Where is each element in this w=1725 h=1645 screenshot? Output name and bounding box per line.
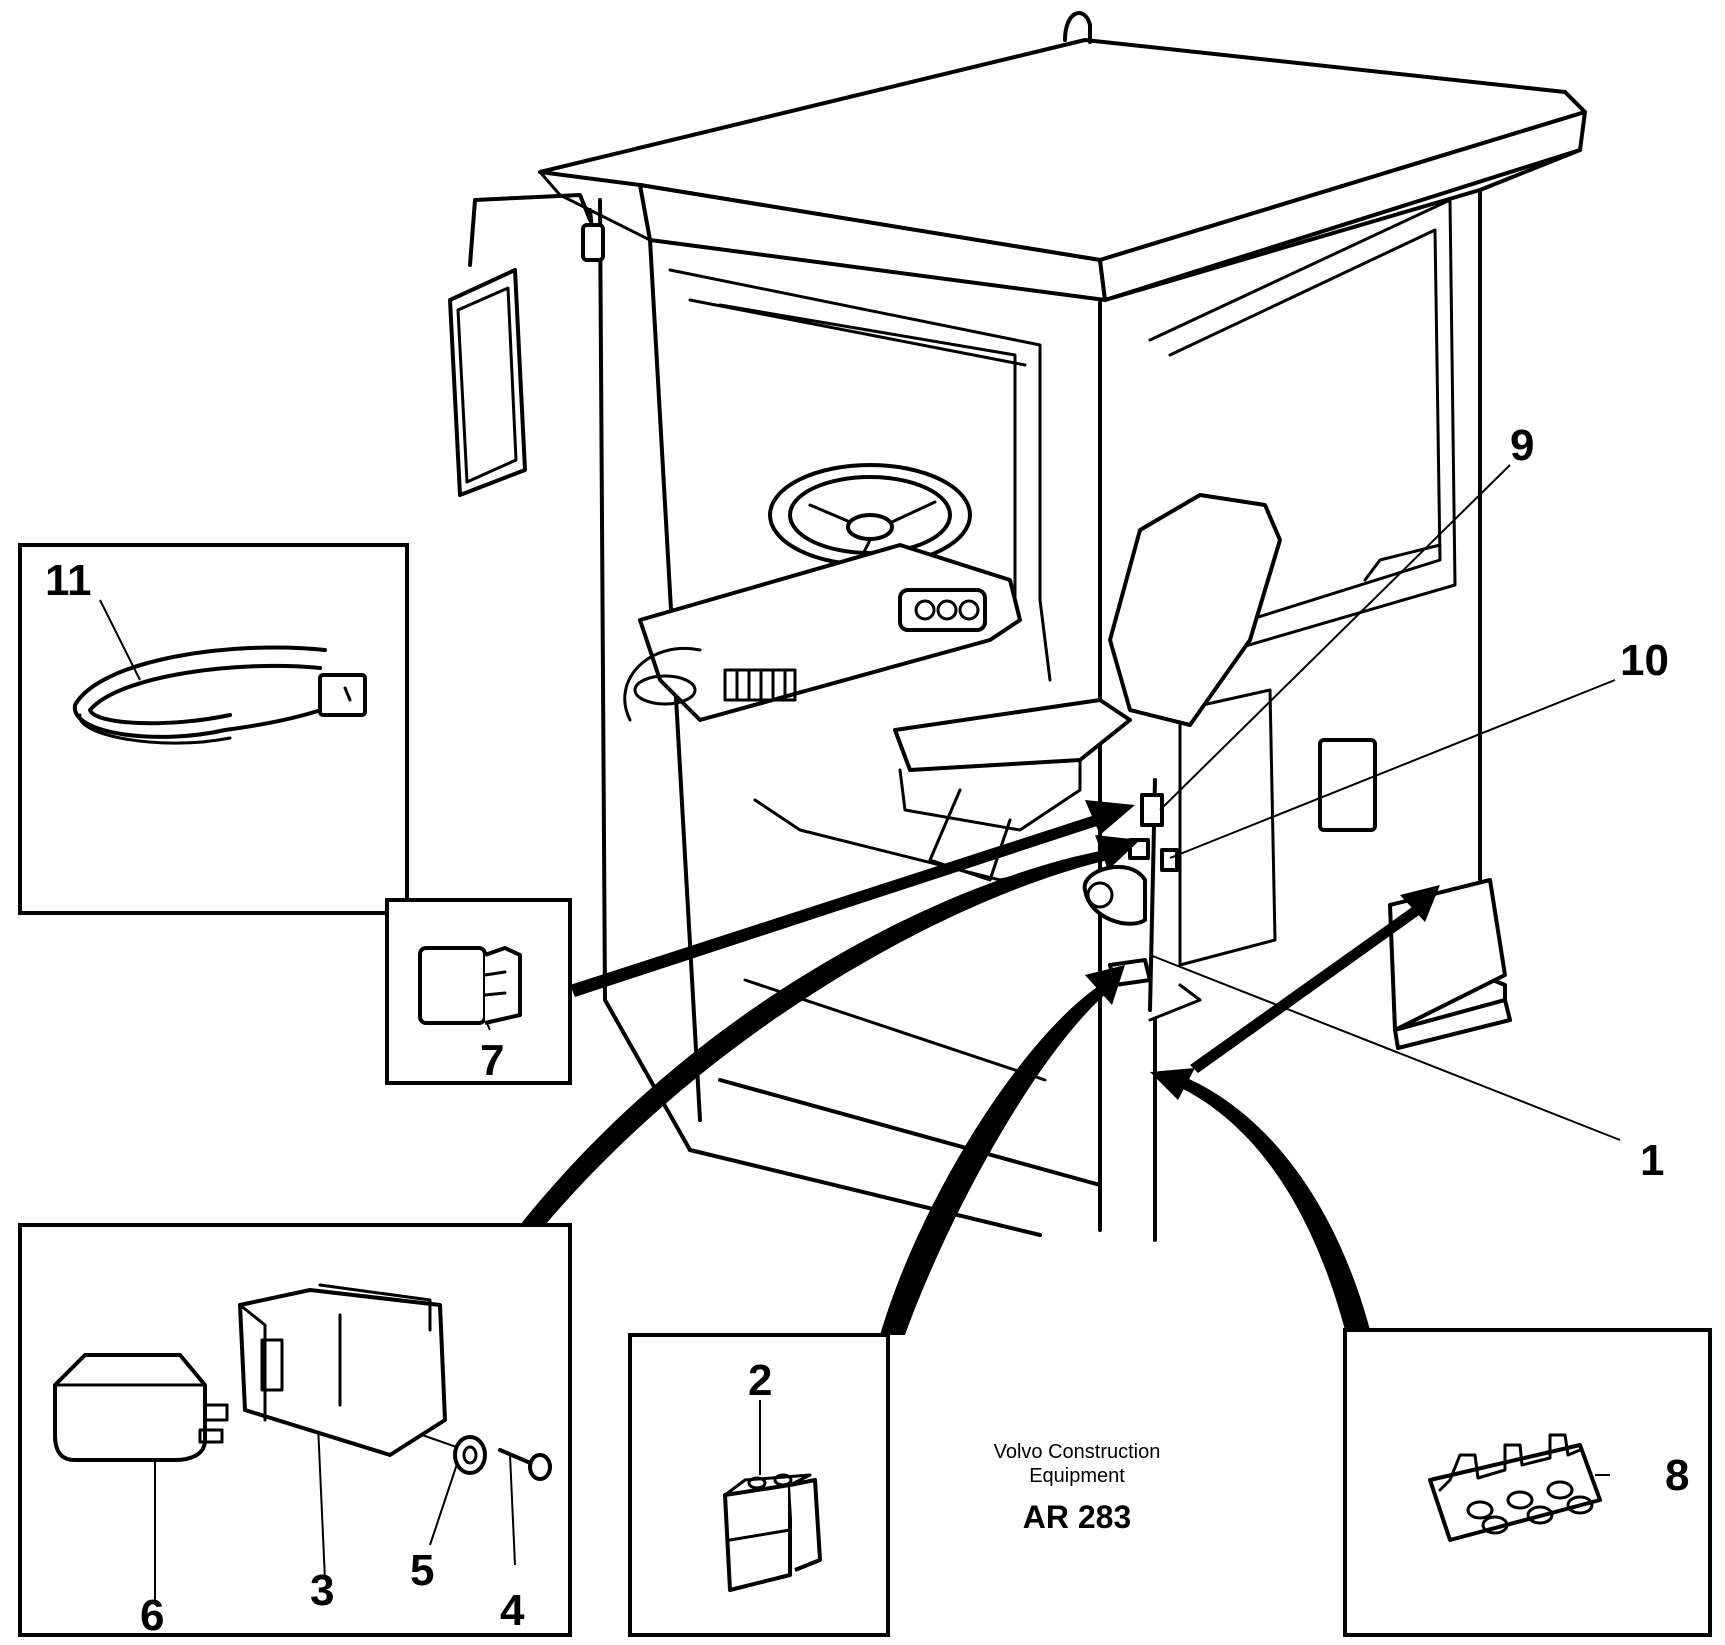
callout-3: 3: [310, 1566, 334, 1615]
fuse-bar-part: [1428, 1433, 1602, 1542]
cab-illustration: [448, 11, 1587, 1242]
callout-4: 4: [500, 1586, 525, 1635]
relay-holder-part: [238, 1283, 447, 1457]
drawing-code: AR 283: [1023, 1499, 1132, 1535]
callout-11: 11: [45, 556, 92, 605]
relay-part: [53, 1353, 229, 1462]
callout-9: 9: [1510, 421, 1534, 470]
inset-11-frame: [18, 543, 409, 915]
callout-10: 10: [1620, 636, 1669, 685]
callout-6: 6: [140, 1591, 164, 1640]
caption-line-2: Equipment: [1029, 1465, 1125, 1487]
caption-line-1: Volvo Construction: [994, 1441, 1161, 1463]
fuse-part: [418, 946, 522, 1025]
callout-5: 5: [410, 1546, 434, 1595]
inset-2-frame: [628, 1333, 890, 1637]
connector-part: [723, 1473, 822, 1592]
cable-tie-part: [72, 645, 367, 745]
callout-7: 7: [480, 1036, 504, 1085]
washer-part: [453, 1435, 487, 1475]
connector-arrows: [520, 800, 1440, 1335]
callout-8: 8: [1665, 1451, 1689, 1500]
callout-1: 1: [1640, 1136, 1664, 1185]
leader-lines: [99, 464, 1621, 1605]
callout-2: 2: [748, 1356, 772, 1405]
screw-part: [498, 1448, 552, 1481]
